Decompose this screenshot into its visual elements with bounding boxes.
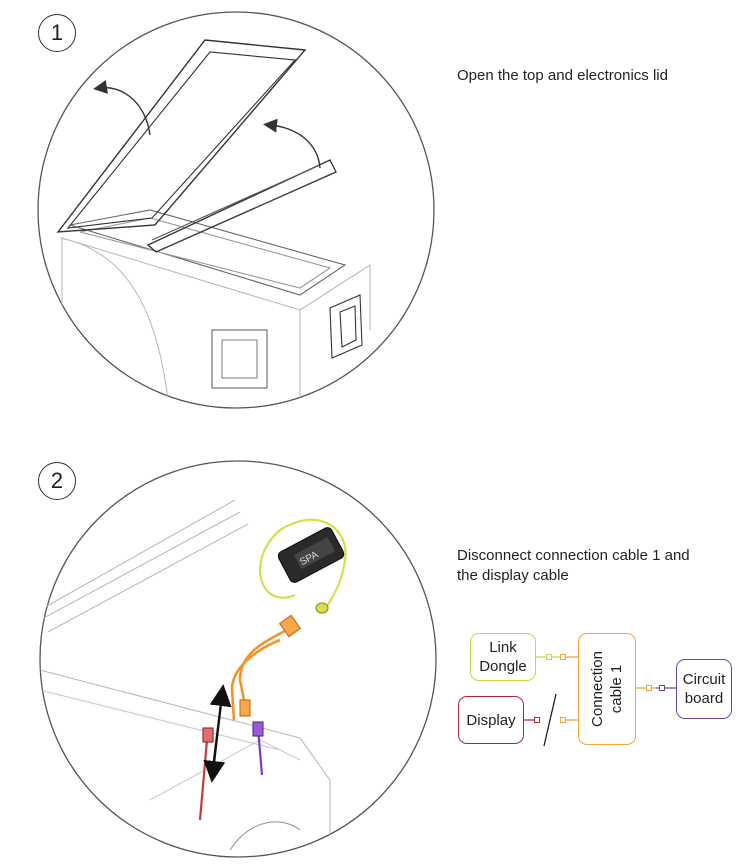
step-2-badge: 2 (38, 462, 76, 500)
link-dongle-port (546, 654, 552, 660)
curved-arrow-icon (93, 80, 151, 136)
step-2-instruction-line-1: Disconnect connection cable 1 and (457, 547, 690, 564)
step-2-instruction-line-2: the display cable (457, 567, 569, 584)
step-2-number: 2 (50, 468, 64, 493)
circuit-board-line1: Circuit (682, 671, 726, 688)
link-dongle-line1: Link (489, 639, 517, 656)
display-box: Display (458, 696, 524, 744)
disconnect-slash (543, 693, 557, 747)
cable-top-port (560, 654, 566, 660)
cable-bottom-port (560, 717, 566, 723)
circuit-board-port (659, 685, 665, 691)
link-dongle-box: Link Dongle (470, 633, 536, 681)
step-1-instruction: Open the top and electronics lid (457, 67, 668, 84)
step-1-badge: 1 (38, 14, 76, 52)
step-1-illustration (37, 11, 435, 409)
link-dongle-line2: Dongle (479, 658, 527, 675)
display-port (534, 717, 540, 723)
display-label: Display (466, 711, 516, 729)
step-1-number: 1 (50, 20, 64, 45)
circuit-board-line2: board (684, 690, 724, 707)
circuit-board-box: Circuit board (676, 659, 732, 719)
cable-right-port (646, 685, 652, 691)
connection-cable-box: Connection cable 1 (578, 633, 636, 745)
connection-cable-label: Connection cable 1 (589, 651, 626, 727)
